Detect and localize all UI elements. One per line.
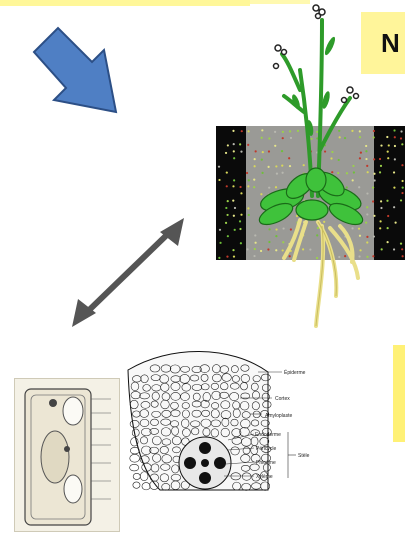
label-phloeme: Phloème [256,460,276,466]
label-stele: Stèle [298,453,310,459]
plant-rosette [256,167,365,228]
plant-cell-drawing [14,378,120,532]
label-xyleme: Xylème [256,474,273,480]
label-epiderme: Épiderme [284,369,306,376]
label-amyloplaste: Amyloplaste [265,413,292,419]
plant-cell-svg [15,379,119,531]
label-endoderme: Endoderme [255,432,281,438]
plant-roots [284,220,358,326]
label-cortex: Cortex [275,396,290,402]
root-cross-section [128,351,271,490]
plant-flowers [274,5,359,103]
down-right-arrow-icon [34,28,116,112]
double-headed-arrow-icon [72,218,184,327]
label-pericycle: Péricycle [256,446,277,452]
